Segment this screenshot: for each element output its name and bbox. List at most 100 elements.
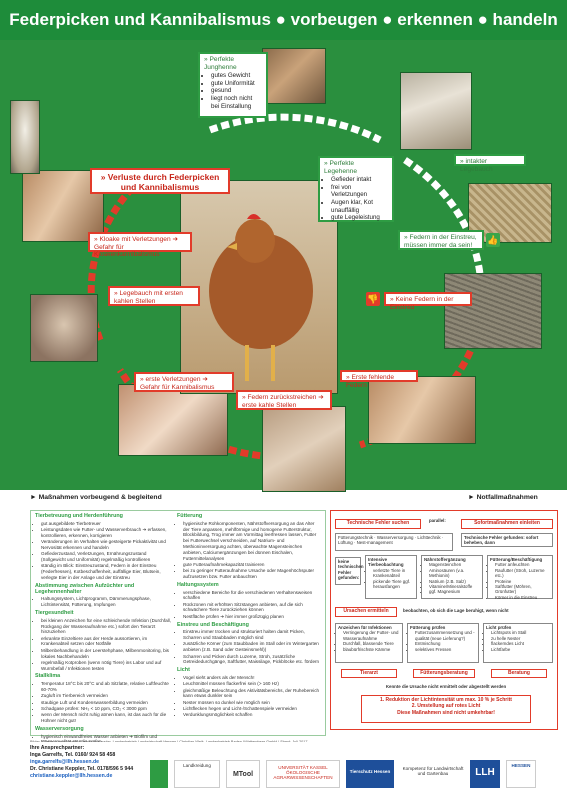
list-item: Haltungssystem, Lichtprogramm, Dämmerung…: [41, 596, 171, 608]
callout-title: » Keine Federn in der Einstreu: [390, 296, 454, 311]
callout-title: » Erste fehlende Federn: [346, 374, 395, 389]
tech-item: Nest-management: [356, 540, 393, 546]
contact-email-link[interactable]: christiane.keppler@llh.hessen.de: [30, 773, 113, 779]
callout-cloaca: » Kloake mit Verletzungen ➔ Gefahr für K…: [88, 232, 192, 258]
section-heading: Stallklima: [35, 673, 61, 680]
final-warning: Diese Maßnahmen sind nicht umkehrbar!: [397, 709, 495, 716]
list-item: wenn der Mensch nicht ruhig atmen kann, …: [41, 712, 171, 724]
contact-person: Inga Garrelfs, Tel. 0160/ 924 58 458: [30, 752, 116, 758]
logo-mtool: MTool: [226, 760, 260, 788]
list-item: Schadgase prüfen: NH₃ < 10 ppm, CO₂ < 30…: [41, 706, 171, 712]
measures-panel: Tierbetreuung und Herdenführung gut ausg…: [30, 510, 326, 763]
parallel-label: parallel:: [427, 517, 455, 526]
list-item: gesund: [211, 87, 262, 95]
list-item: Vogel sieht anders als der Mensch!: [183, 675, 321, 681]
list-item: Gefiederzustand, Verletzungen, Ernährung…: [41, 551, 171, 563]
tech-items-box: Fütterungstechnik · Wasserversorgung · L…: [335, 533, 453, 551]
logo-hessen: HESSEN: [506, 760, 536, 788]
measures-column-1: Tierbetreuung und Herdenführung gut ausg…: [35, 511, 171, 764]
tech-errors-box: Technische Fehler suchen: [335, 519, 421, 529]
section-heading: Wasserversorgung: [35, 725, 84, 732]
callout-perfect-pullet: » Perfekte Junghenne gutes Gewicht gute …: [198, 52, 268, 118]
tech-item: Lüftung: [338, 540, 353, 546]
footer: Ihre Ansprechpartner: Inga Garrelfs, Tel…: [0, 742, 567, 800]
photo-no-feathers: [444, 273, 542, 349]
tech-item: Fütterungstechnik: [338, 535, 373, 540]
box-title: Fütterung/Beschäftigung: [490, 557, 543, 562]
callout-title: » Federn zurückstreichen ➔ erste kahle S…: [242, 394, 324, 409]
list-item: selektives Fressen: [415, 647, 476, 652]
logo-llh: LLH: [470, 760, 500, 788]
contact-email-link[interactable]: inga.garrelfs@llh.hessen.de: [30, 759, 100, 765]
callout-title: » Kloake mit Verletzungen ➔ Gefahr für K…: [94, 236, 178, 259]
photo-pullet: [262, 48, 326, 104]
list-item: gutes Gewicht: [211, 72, 262, 80]
callout-title: » Perfekte Legehenne: [324, 160, 358, 175]
licht-pruefen-box: Licht prüfen Lichtspots im Stall zu hell…: [483, 623, 553, 663]
keine-fehler-box: keine technischen Fehler gefunden:: [335, 557, 364, 585]
tech-item: Wasserversorgung: [376, 535, 414, 540]
list-item: gute Uniformität: [211, 80, 262, 88]
list-item: Futterzusammensetzung und -qualität (neu…: [415, 630, 476, 641]
notfall-panel: Technische Fehler suchen parallel: Sofor…: [330, 510, 558, 730]
loss-title: » Verluste durch Federpicken und Kanniba…: [90, 168, 230, 194]
thumbs-up-icon: 👍: [486, 233, 500, 247]
thumbs-down-icon: 👎: [366, 292, 380, 306]
callout-title: » Federn in der Einstreu, müssen immer d…: [404, 234, 477, 249]
sofort-note: Technische Fehler gefunden: sofort beheb…: [461, 533, 553, 547]
photo-intact-belly: [400, 72, 472, 150]
list-item: ständig im Blick: Einstreuzustand, Feder…: [41, 563, 171, 580]
list-item: Leistungsdaten wie Futter- und Wasserver…: [41, 527, 171, 539]
box-title: Intensive Tierbeobachtung: [368, 557, 404, 568]
list-item: Durchfall, blassende Tiere: [343, 641, 400, 646]
list-item: Leuchtmittel müssen flackerfrei sein (> …: [183, 681, 321, 687]
list-item: gute Futteraufnahmekapazität trainieren: [183, 562, 321, 568]
box-title: Anzeichen für Infektionen: [338, 625, 392, 630]
section-heading: Tierbetreuung und Herdenführung: [35, 513, 123, 519]
contact-block: Ihre Ansprechpartner: Inga Garrelfs, Tel…: [30, 745, 133, 780]
section-heading: Abstimmung zwischen Aufzüchter und Legeh…: [35, 582, 135, 595]
callout-feathers-back: » Federn zurückstreichen ➔ erste kahle S…: [236, 390, 332, 410]
fuetterungsberatung-box: Fütterungsberatung: [413, 669, 475, 678]
list-item: Magensteinchen: [429, 562, 480, 567]
ursachen-box: Ursachen ermitteln: [335, 607, 397, 617]
list-item: Entmischung: [415, 641, 476, 646]
list-item: Lichtspots im Stall: [491, 630, 550, 635]
logo-uni-kassel: UNIVERSITÄT KASSEL ÖKOLOGISCHE AGRARWISS…: [266, 760, 340, 788]
list-item: verschiedene Bereiche für die verschiede…: [183, 590, 321, 602]
photo-belly-bald: [30, 294, 98, 362]
final-step: 2. Umstellung auf rotes Licht: [411, 703, 481, 710]
list-item: Einstreu immer trocken und strukturiert …: [183, 629, 321, 641]
naehr-box: Nährstoffergänzung Magensteinchen Aminos…: [421, 555, 483, 599]
photo-stall: [10, 100, 40, 174]
kennt-label: Kennte die Ursache nicht ermittelt oder …: [361, 683, 531, 691]
list-item: frei von Verletzungen: [331, 184, 388, 199]
list-item: gute Legeleistung: [331, 214, 388, 222]
list-item: Lichtfarbe: [491, 647, 550, 652]
logo-tierschutz: Tierschutz Hessen: [346, 760, 394, 788]
photo-feathers-back: [262, 406, 346, 492]
list-item: blaubürfrischste Kämme: [343, 647, 400, 652]
list-item: erkrankte Einzeltiere aus der Herde auss…: [41, 636, 171, 648]
final-measures-box: 1. Reduktion der Lichtintensität um max.…: [361, 695, 531, 723]
callout-no-feathers: » Keine Federn in der Einstreu: [384, 292, 472, 311]
beratung-box: Beratung: [491, 669, 547, 678]
list-item: hygienisch einwandfreies Wasser anbieten…: [41, 734, 171, 746]
list-item: Veränderungen im Verhalten wie gesteiger…: [41, 539, 171, 551]
section-heading: Haltungssystem: [177, 581, 219, 588]
box-title: Licht prüfen: [486, 625, 512, 630]
notfall-title: ► Notfallmaßnahmen: [468, 494, 538, 501]
list-item: liegt noch nicht bei Einstallung: [211, 95, 262, 110]
intensive-box: Intensive Tierbeobachtung verletzte Tier…: [365, 555, 417, 599]
list-item: Milbenbehandlung in der Leerstehphase, M…: [41, 648, 171, 660]
list-item: Zugluft im Tierbereich vermeiden: [41, 693, 171, 699]
list-item: Futter anfeuchten: [495, 562, 550, 567]
section-heading: Einstreu und Beschäftigung: [177, 621, 249, 628]
logo-landkreidung: Landkreidung: [174, 760, 220, 788]
callout-title: » Perfekte Junghenne: [204, 56, 237, 71]
hen-illustration: [209, 214, 313, 381]
box-title: Nährstoffergänzung: [424, 557, 466, 562]
list-item: zu helle Nester: [491, 636, 550, 641]
list-item: hygienische Rohkomponenten, Nährstoffver…: [183, 521, 321, 562]
